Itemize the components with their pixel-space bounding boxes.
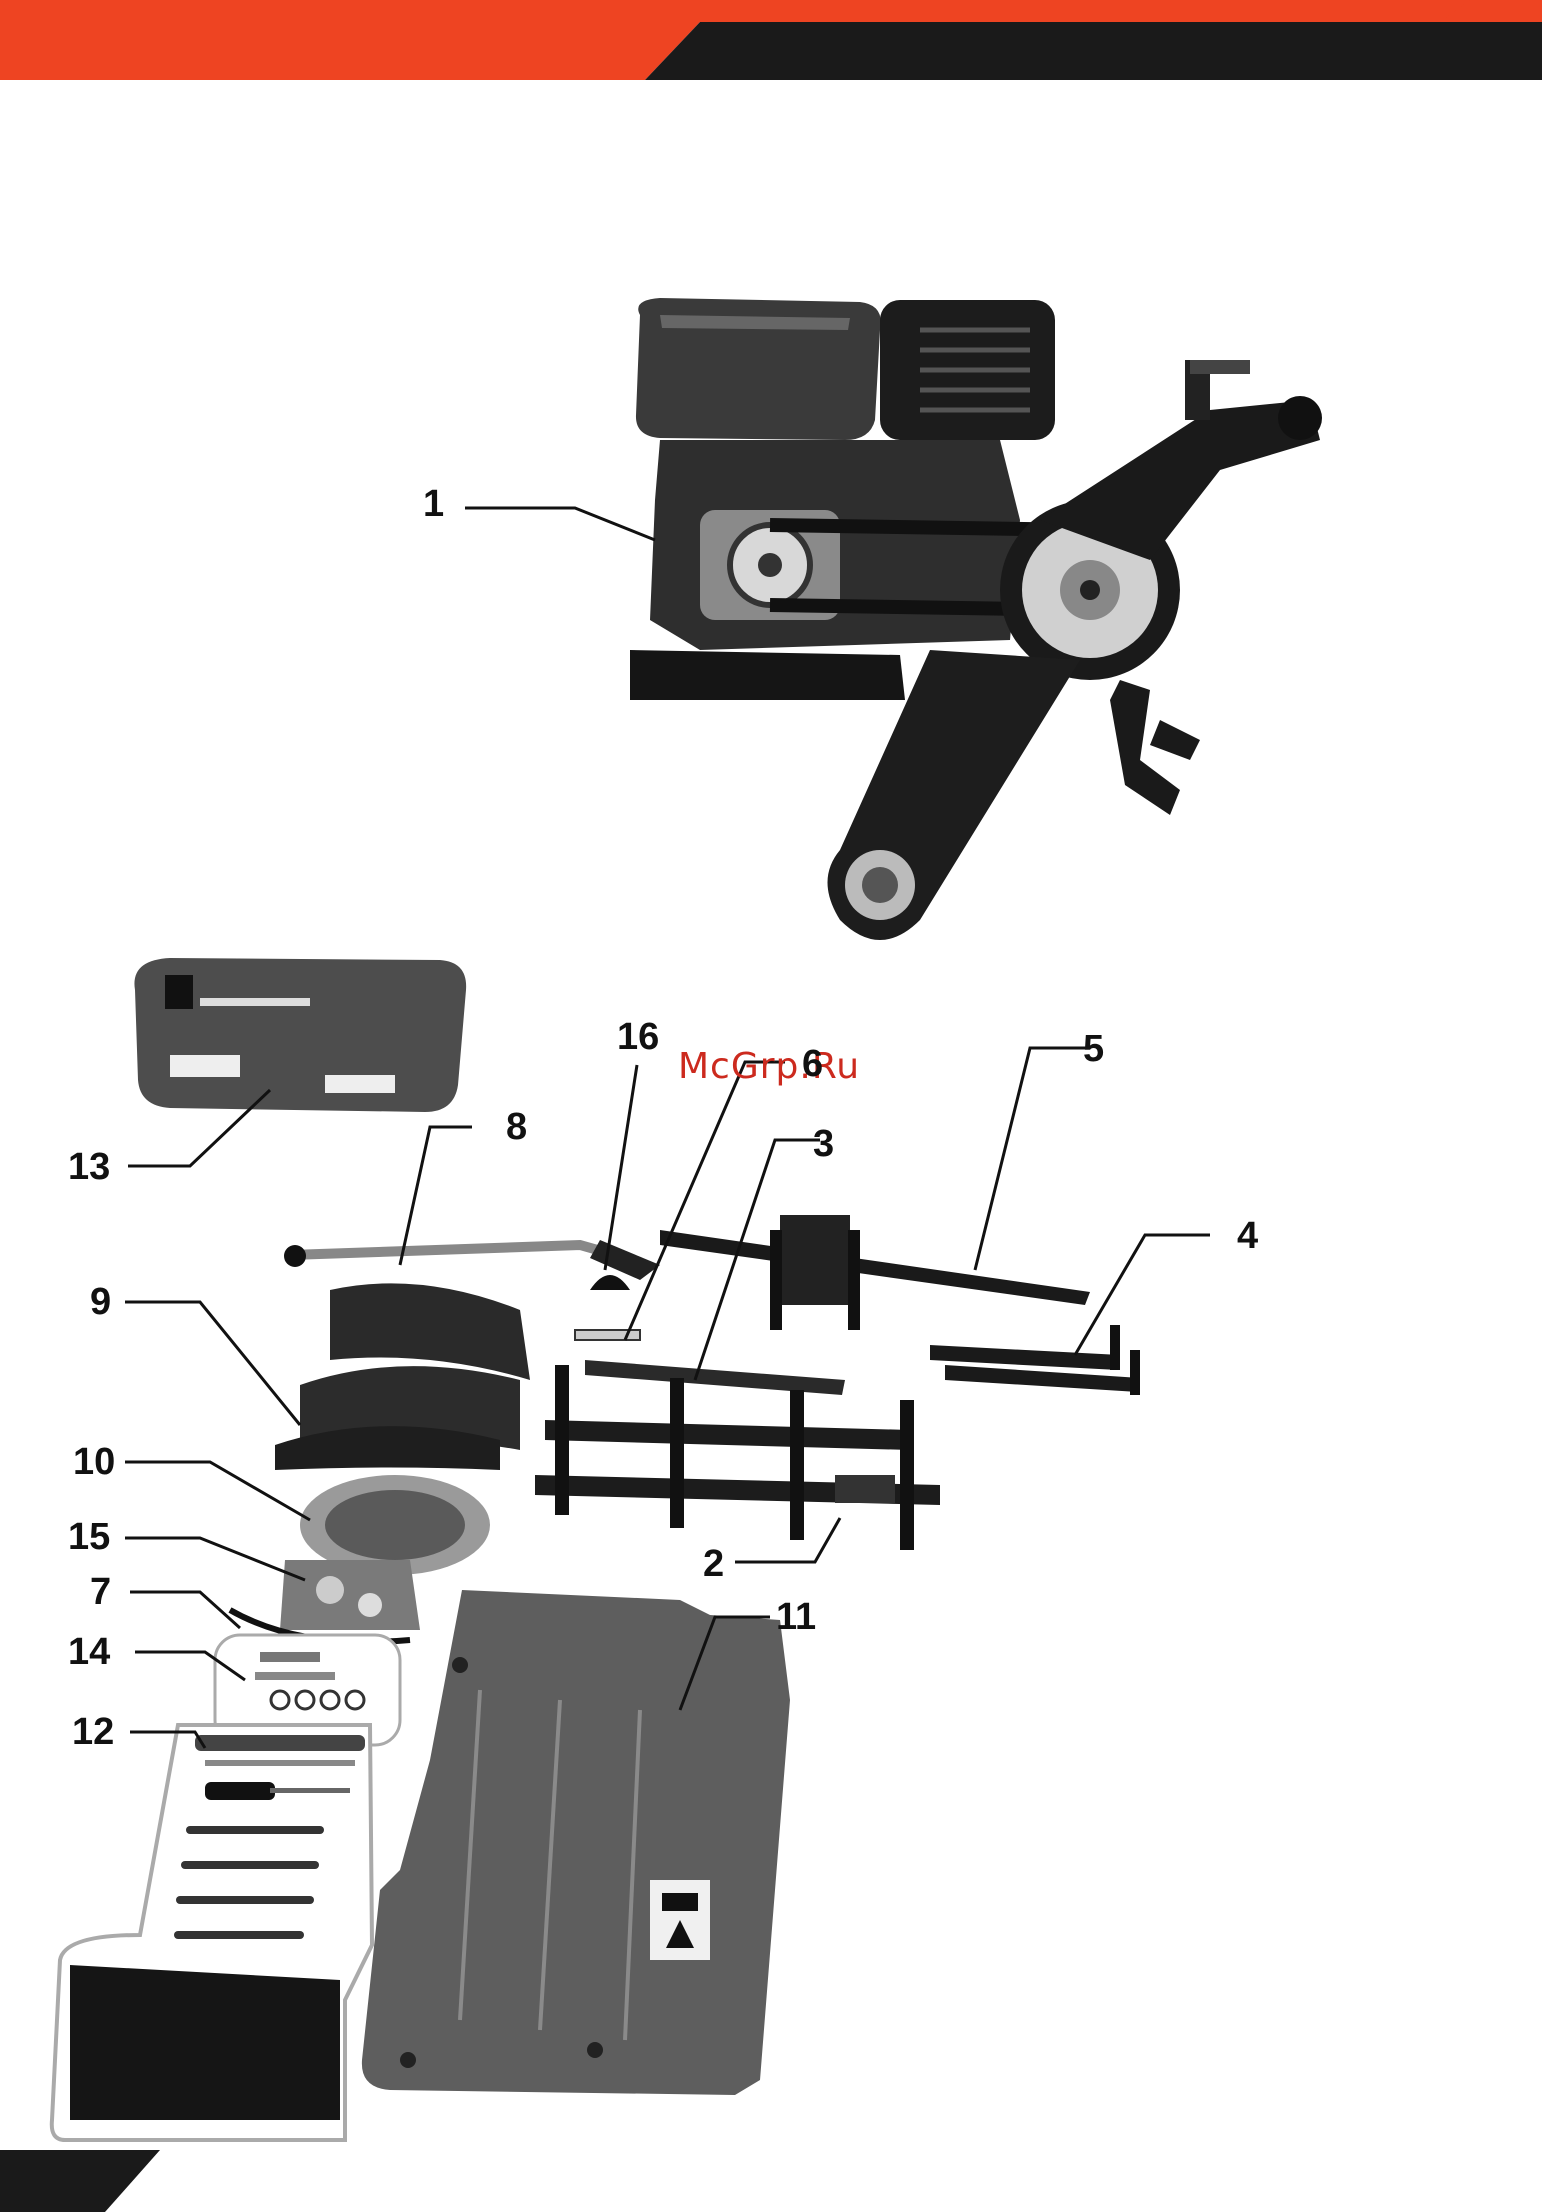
callout-3: 3 (813, 1125, 834, 1163)
callout-14: 14 (68, 1633, 110, 1671)
header-orange-band (0, 0, 1542, 22)
shield-cover-part-11 (362, 1590, 790, 2095)
callout-9: 9 (90, 1283, 111, 1321)
callout-1: 1 (423, 485, 444, 523)
callout-7: 7 (90, 1573, 111, 1611)
tine-axle-part-3 (585, 1360, 845, 1395)
callout-16: 16 (617, 1018, 659, 1056)
knob-part-16 (590, 1275, 630, 1290)
callout-11: 11 (776, 1598, 816, 1636)
shaft-part-8 (284, 1240, 660, 1280)
callout-5: 5 (1083, 1030, 1104, 1068)
tine-frame-part-5 (660, 1215, 1090, 1330)
callout-6: 6 (802, 1045, 823, 1083)
hardware-bag-part-15 (280, 1560, 420, 1630)
footer-dark-corner (0, 2150, 160, 2212)
tool-kit-part-12 (52, 1725, 372, 2140)
tine-axle-part-2 (535, 1365, 940, 1550)
callout-2: 2 (703, 1545, 724, 1583)
callout-8: 8 (506, 1108, 527, 1146)
tiller-engine-illustration (630, 298, 1322, 940)
callout-10: 10 (73, 1443, 115, 1481)
tine-blades-part-9 (275, 1283, 530, 1470)
watermark-text: McGrp.Ru (678, 1046, 860, 1087)
cover-part-13 (134, 958, 466, 1112)
header-dark-band (645, 22, 1542, 80)
callout-13: 13 (68, 1148, 110, 1186)
callout-12: 12 (72, 1713, 114, 1751)
callout-4: 4 (1237, 1217, 1258, 1255)
brackets-part-4 (930, 1325, 1140, 1395)
header-orange-wedge (0, 22, 700, 80)
callout-15: 15 (68, 1518, 110, 1556)
